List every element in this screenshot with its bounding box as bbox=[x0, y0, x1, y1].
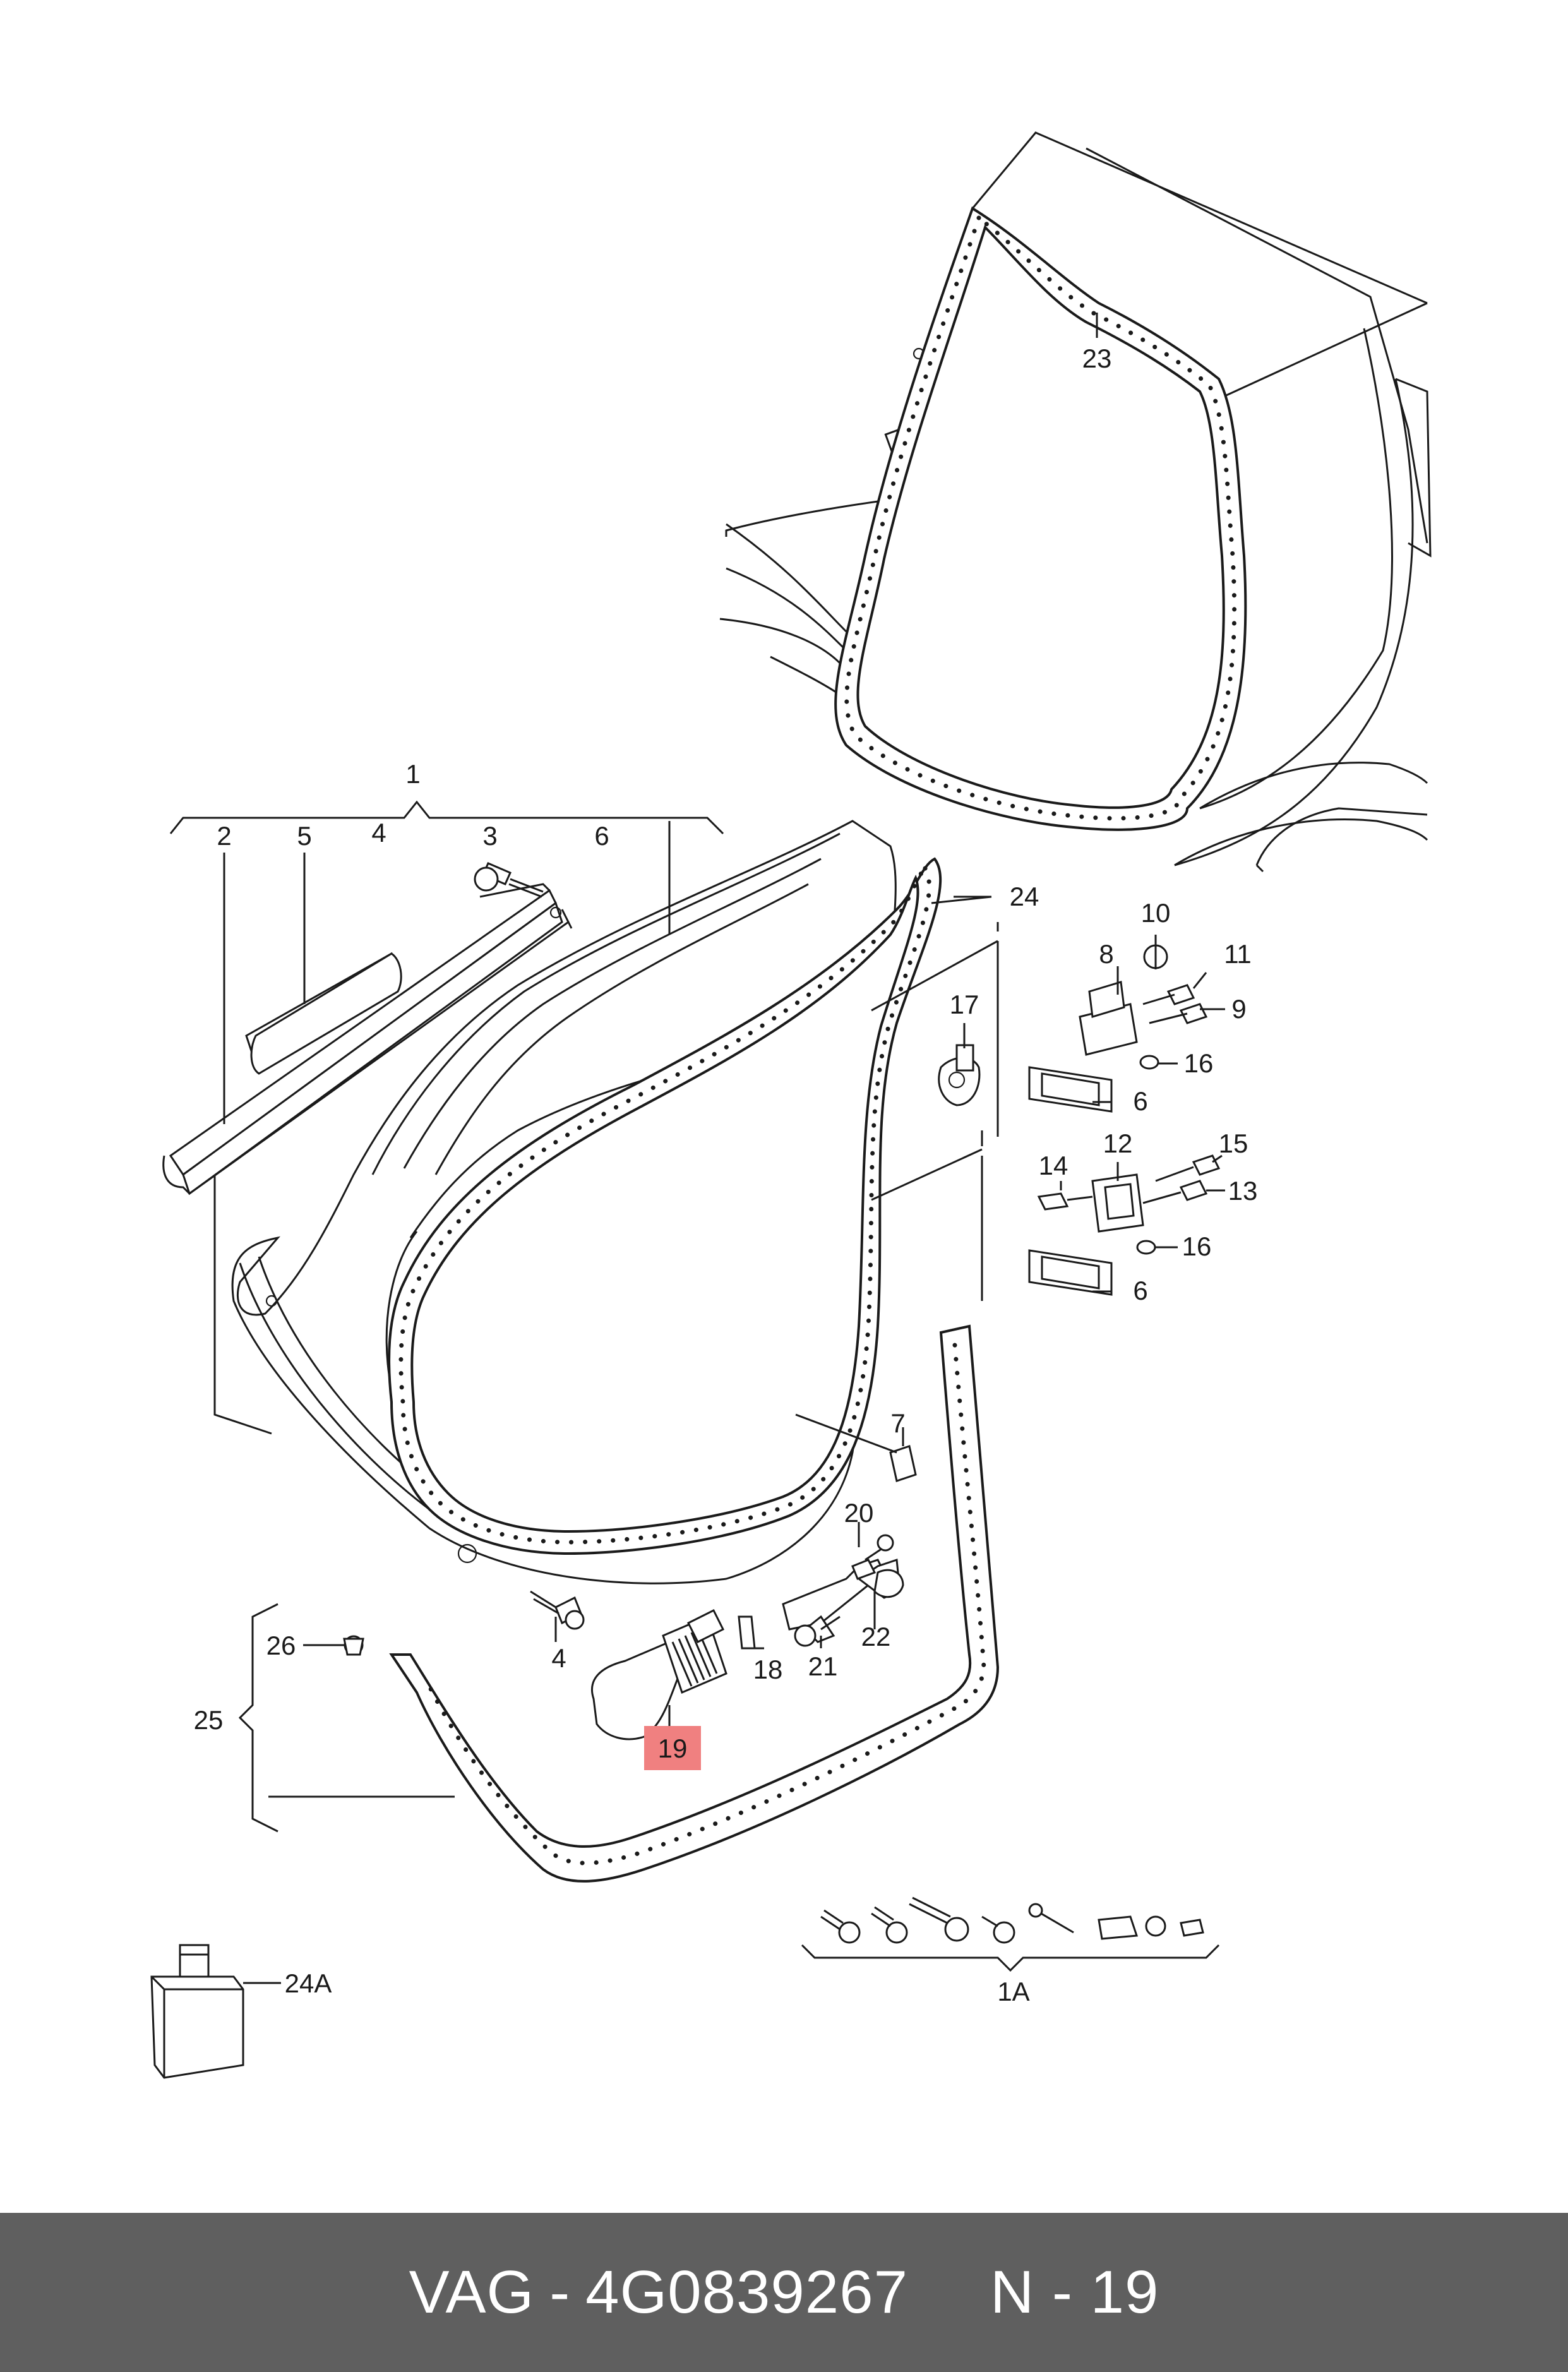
callout-13: 13 bbox=[1228, 1176, 1258, 1206]
callout-6-bottom: 6 bbox=[1133, 1276, 1147, 1305]
callout-22: 22 bbox=[861, 1622, 891, 1651]
part-number-footer: VAG-4G0839267 N - 19 bbox=[0, 2213, 1568, 2372]
callout-4-bottom: 4 bbox=[551, 1643, 566, 1673]
callout-26: 26 bbox=[266, 1631, 296, 1660]
callout-25: 25 bbox=[194, 1705, 224, 1735]
door-seal-24 bbox=[388, 857, 992, 1555]
footer-text: VAG-4G0839267 N - 19 bbox=[409, 2258, 1159, 2327]
callout-4-top: 4 bbox=[371, 818, 386, 848]
callout-labels: 1 2 5 4 3 6 23 24 10 8 11 9 17 16 6 12 1… bbox=[194, 344, 1258, 2006]
callout-19: 19 bbox=[658, 1734, 688, 1763]
separator: - bbox=[549, 2258, 571, 2326]
hardware-kit-1A bbox=[820, 1896, 1204, 1944]
part-number: 4G0839267 bbox=[585, 2258, 908, 2326]
door-check-17 bbox=[938, 1044, 981, 1106]
callout-1: 1 bbox=[405, 759, 420, 789]
callout-19-highlight bbox=[644, 1726, 701, 1770]
callout-5: 5 bbox=[297, 821, 311, 851]
parts-diagram: 1 2 5 4 3 6 23 24 10 8 11 9 17 16 6 12 1… bbox=[150, 131, 1432, 2079]
callout-16-top: 16 bbox=[1184, 1048, 1214, 1078]
callout-20: 20 bbox=[844, 1498, 874, 1528]
callout-6-mid: 6 bbox=[1133, 1086, 1147, 1116]
lower-seal-25 bbox=[389, 1324, 1000, 1883]
diagram-position: N - 19 bbox=[990, 2258, 1159, 2326]
callout-14: 14 bbox=[1039, 1151, 1068, 1180]
leader-lines bbox=[169, 313, 1225, 1984]
callout-17: 17 bbox=[950, 990, 979, 1019]
callout-3: 3 bbox=[482, 821, 497, 851]
callout-7: 7 bbox=[890, 1408, 905, 1438]
part-19-door-handle-block bbox=[590, 1608, 727, 1740]
callout-11: 11 bbox=[1224, 939, 1252, 969]
window-trim bbox=[162, 862, 573, 1195]
callout-2: 2 bbox=[217, 821, 231, 851]
callout-23: 23 bbox=[1082, 344, 1112, 373]
hinge-lower bbox=[1028, 1154, 1221, 1296]
callout-21: 21 bbox=[808, 1651, 838, 1681]
callout-16-bottom: 16 bbox=[1182, 1231, 1212, 1261]
hinge-upper bbox=[1028, 944, 1208, 1113]
callout-1A: 1A bbox=[997, 1977, 1029, 2006]
callout-12: 12 bbox=[1103, 1129, 1133, 1158]
bottle-24A bbox=[150, 1944, 244, 2079]
brand-label: VAG bbox=[409, 2258, 535, 2326]
small-parts bbox=[343, 1445, 917, 1656]
callout-18: 18 bbox=[753, 1655, 783, 1684]
callout-9: 9 bbox=[1231, 994, 1246, 1024]
callout-6-top: 6 bbox=[594, 821, 609, 851]
callout-10: 10 bbox=[1141, 898, 1171, 928]
callout-24: 24 bbox=[1010, 882, 1039, 911]
callout-8: 8 bbox=[1099, 939, 1113, 969]
door-opening-seal-23 bbox=[834, 206, 1247, 831]
callout-15: 15 bbox=[1219, 1129, 1248, 1158]
callout-24A: 24A bbox=[285, 1968, 332, 1998]
